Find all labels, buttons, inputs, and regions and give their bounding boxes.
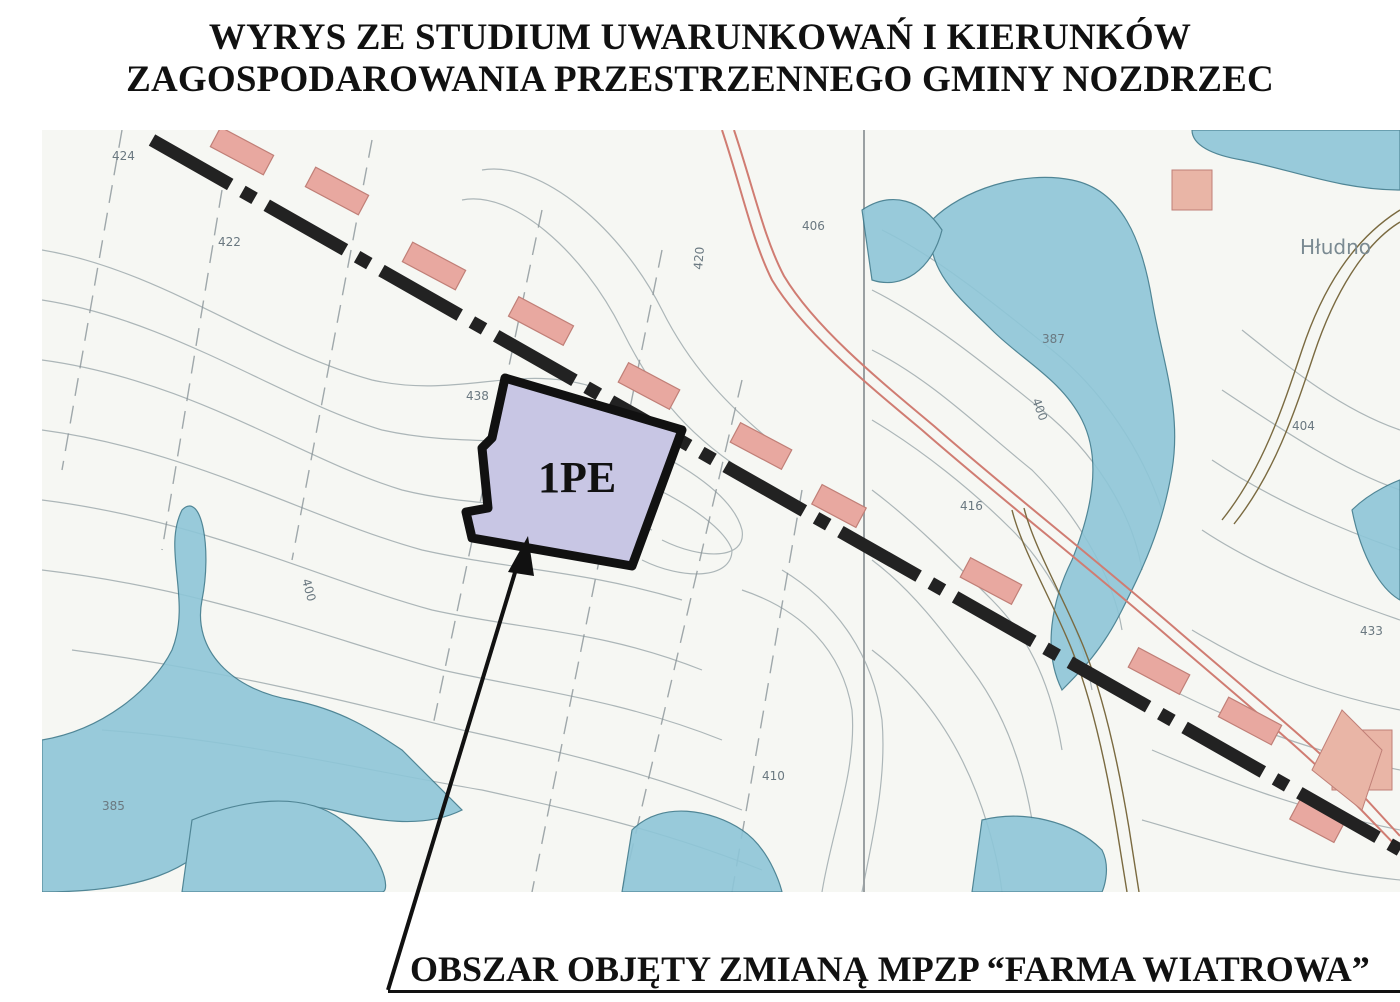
zone-1pe-outline[interactable] — [461, 373, 687, 571]
elevation-label: 385 — [102, 799, 125, 813]
elevation-label: 416 — [960, 499, 983, 513]
elevation-label: 410 — [762, 769, 785, 783]
elevation-label: 420 — [691, 246, 707, 270]
elevation-label: 438 — [466, 389, 489, 403]
elevation-label: 422 — [218, 235, 241, 249]
elevation-label: 424 — [112, 149, 135, 163]
place-name: Hłudno — [1300, 235, 1371, 259]
elevation-label: 387 — [1042, 332, 1065, 346]
zone-1pe-label: 1PE — [538, 453, 616, 502]
elevation-label: 406 — [802, 219, 825, 233]
map-excerpt[interactable]: 424 422 438 420 406 387 400 404 416 400 … — [42, 130, 1400, 892]
contour-lines — [42, 168, 1400, 892]
area-caption: OBSZAR OBJĘTY ZMIANĄ MPZP “FARMA WIATROW… — [410, 949, 1370, 989]
road-yellow — [1011, 209, 1400, 892]
elevation-label: 433 — [1360, 624, 1383, 638]
zone-1pe[interactable]: 1PE — [461, 373, 687, 571]
map-title-line-1: WYRYS ZE STUDIUM UWARUNKOWAŃ I KIERUNKÓW — [208, 17, 1192, 58]
planned-strips — [209, 130, 1346, 844]
road-pink — [721, 130, 1400, 851]
map-title-line-2: ZAGOSPODAROWANIA PRZESTRZENNEGO GMINY NO… — [126, 59, 1274, 100]
caption-underline — [388, 990, 1400, 993]
elevation-label: 400 — [299, 577, 318, 603]
elevation-label: 404 — [1292, 419, 1315, 433]
pink-parcels — [1171, 169, 1393, 811]
power-line — [148, 134, 1400, 856]
water-areas — [42, 130, 1400, 892]
